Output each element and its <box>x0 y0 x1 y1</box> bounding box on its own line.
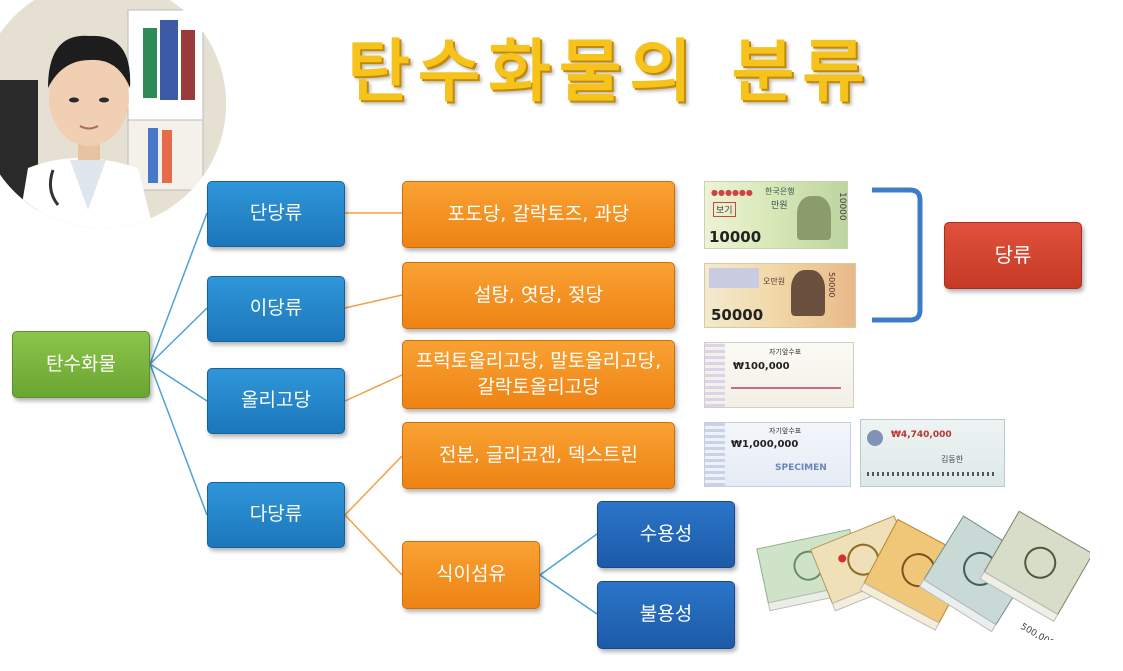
connector-root-di <box>149 307 208 365</box>
example-monosaccharide: 포도당, 갈락토즈, 과당 <box>402 181 675 248</box>
example-polysaccharide: 전분, 글리코겐, 덱스트린 <box>402 422 675 489</box>
banknote-50000: 오만원 50000 50000 <box>704 263 856 328</box>
example-oligosaccharide: 프럭토올리고당, 말토올리고당, 갈락토올리고당 <box>402 340 675 409</box>
category-disaccharide: 이당류 <box>207 276 345 342</box>
check-stub <box>705 423 725 486</box>
banknote-serial: ●●●●●● <box>711 188 753 197</box>
category-polysaccharide: 다당류 <box>207 482 345 548</box>
connector-root-mono <box>149 212 208 365</box>
check-amount: ₩1,000,000 <box>731 439 799 450</box>
sugar-bracket <box>872 187 923 323</box>
category-oligosaccharide: 올리고당 <box>207 368 345 434</box>
banknote-bank-title: 한국은행 <box>765 187 795 196</box>
presenter-webcam <box>0 0 226 228</box>
check-title: 자기앞수표 <box>769 348 802 356</box>
check-4740000: ₩4,740,000 김동한 <box>860 419 1005 487</box>
connector-di-example <box>344 294 403 309</box>
slide-title: 탄수화물의 분류 <box>347 33 873 112</box>
bank-logo-icon <box>867 430 883 446</box>
presenter-illustration <box>0 0 226 228</box>
play-money-stacks: 500,000 <box>756 510 1090 640</box>
root-carbohydrate: 탄수화물 <box>12 331 150 398</box>
play-money-value: 500,000 <box>1019 622 1056 640</box>
banknote-unit: 오만원 <box>763 277 786 286</box>
check-stripe <box>731 387 841 389</box>
banknote-vertical-value: 10000 <box>837 192 847 221</box>
banknote-vertical-value: 50000 <box>827 272 836 298</box>
connector-poly-example <box>344 455 403 516</box>
connector-oligo-example <box>344 374 403 402</box>
dietary-fiber-node: 식이섬유 <box>402 541 540 609</box>
connector-root-poly <box>149 363 208 516</box>
connector-poly-fiber <box>344 514 403 576</box>
connector-root-oligo <box>149 363 208 402</box>
portrait-illustration <box>797 196 831 240</box>
check-micr-line <box>867 472 995 476</box>
specimen-stamp: SPECIMEN <box>775 463 827 473</box>
hologram-strip <box>709 268 759 288</box>
sugar-label: 당류 <box>944 222 1082 289</box>
check-1000000: 자기앞수표 ₩1,000,000 SPECIMEN <box>704 422 851 487</box>
check-title: 자기앞수표 <box>769 427 802 435</box>
connector-fiber-insoluble <box>539 574 598 615</box>
check-payee: 김동한 <box>941 455 964 464</box>
category-monosaccharide: 단당류 <box>207 181 345 247</box>
connector-fiber-soluble <box>539 533 598 576</box>
banknote-value: 10000 <box>709 228 762 246</box>
banknote-10000: ●●●●●● 보기 한국은행 만원 10000 10000 <box>704 181 848 249</box>
check-100000: 자기앞수표 ₩100,000 <box>704 342 854 408</box>
fiber-soluble: 수용성 <box>597 501 735 568</box>
sample-stamp: 보기 <box>713 202 736 217</box>
fiber-insoluble: 불용성 <box>597 581 735 649</box>
check-stub <box>705 343 725 407</box>
banknote-unit: 만원 <box>771 201 788 211</box>
portrait-illustration <box>791 270 825 316</box>
check-amount: ₩4,740,000 <box>891 430 952 440</box>
banknote-value: 50000 <box>711 306 764 324</box>
check-amount: ₩100,000 <box>733 361 790 372</box>
example-disaccharide: 설탕, 엿당, 젖당 <box>402 262 675 329</box>
